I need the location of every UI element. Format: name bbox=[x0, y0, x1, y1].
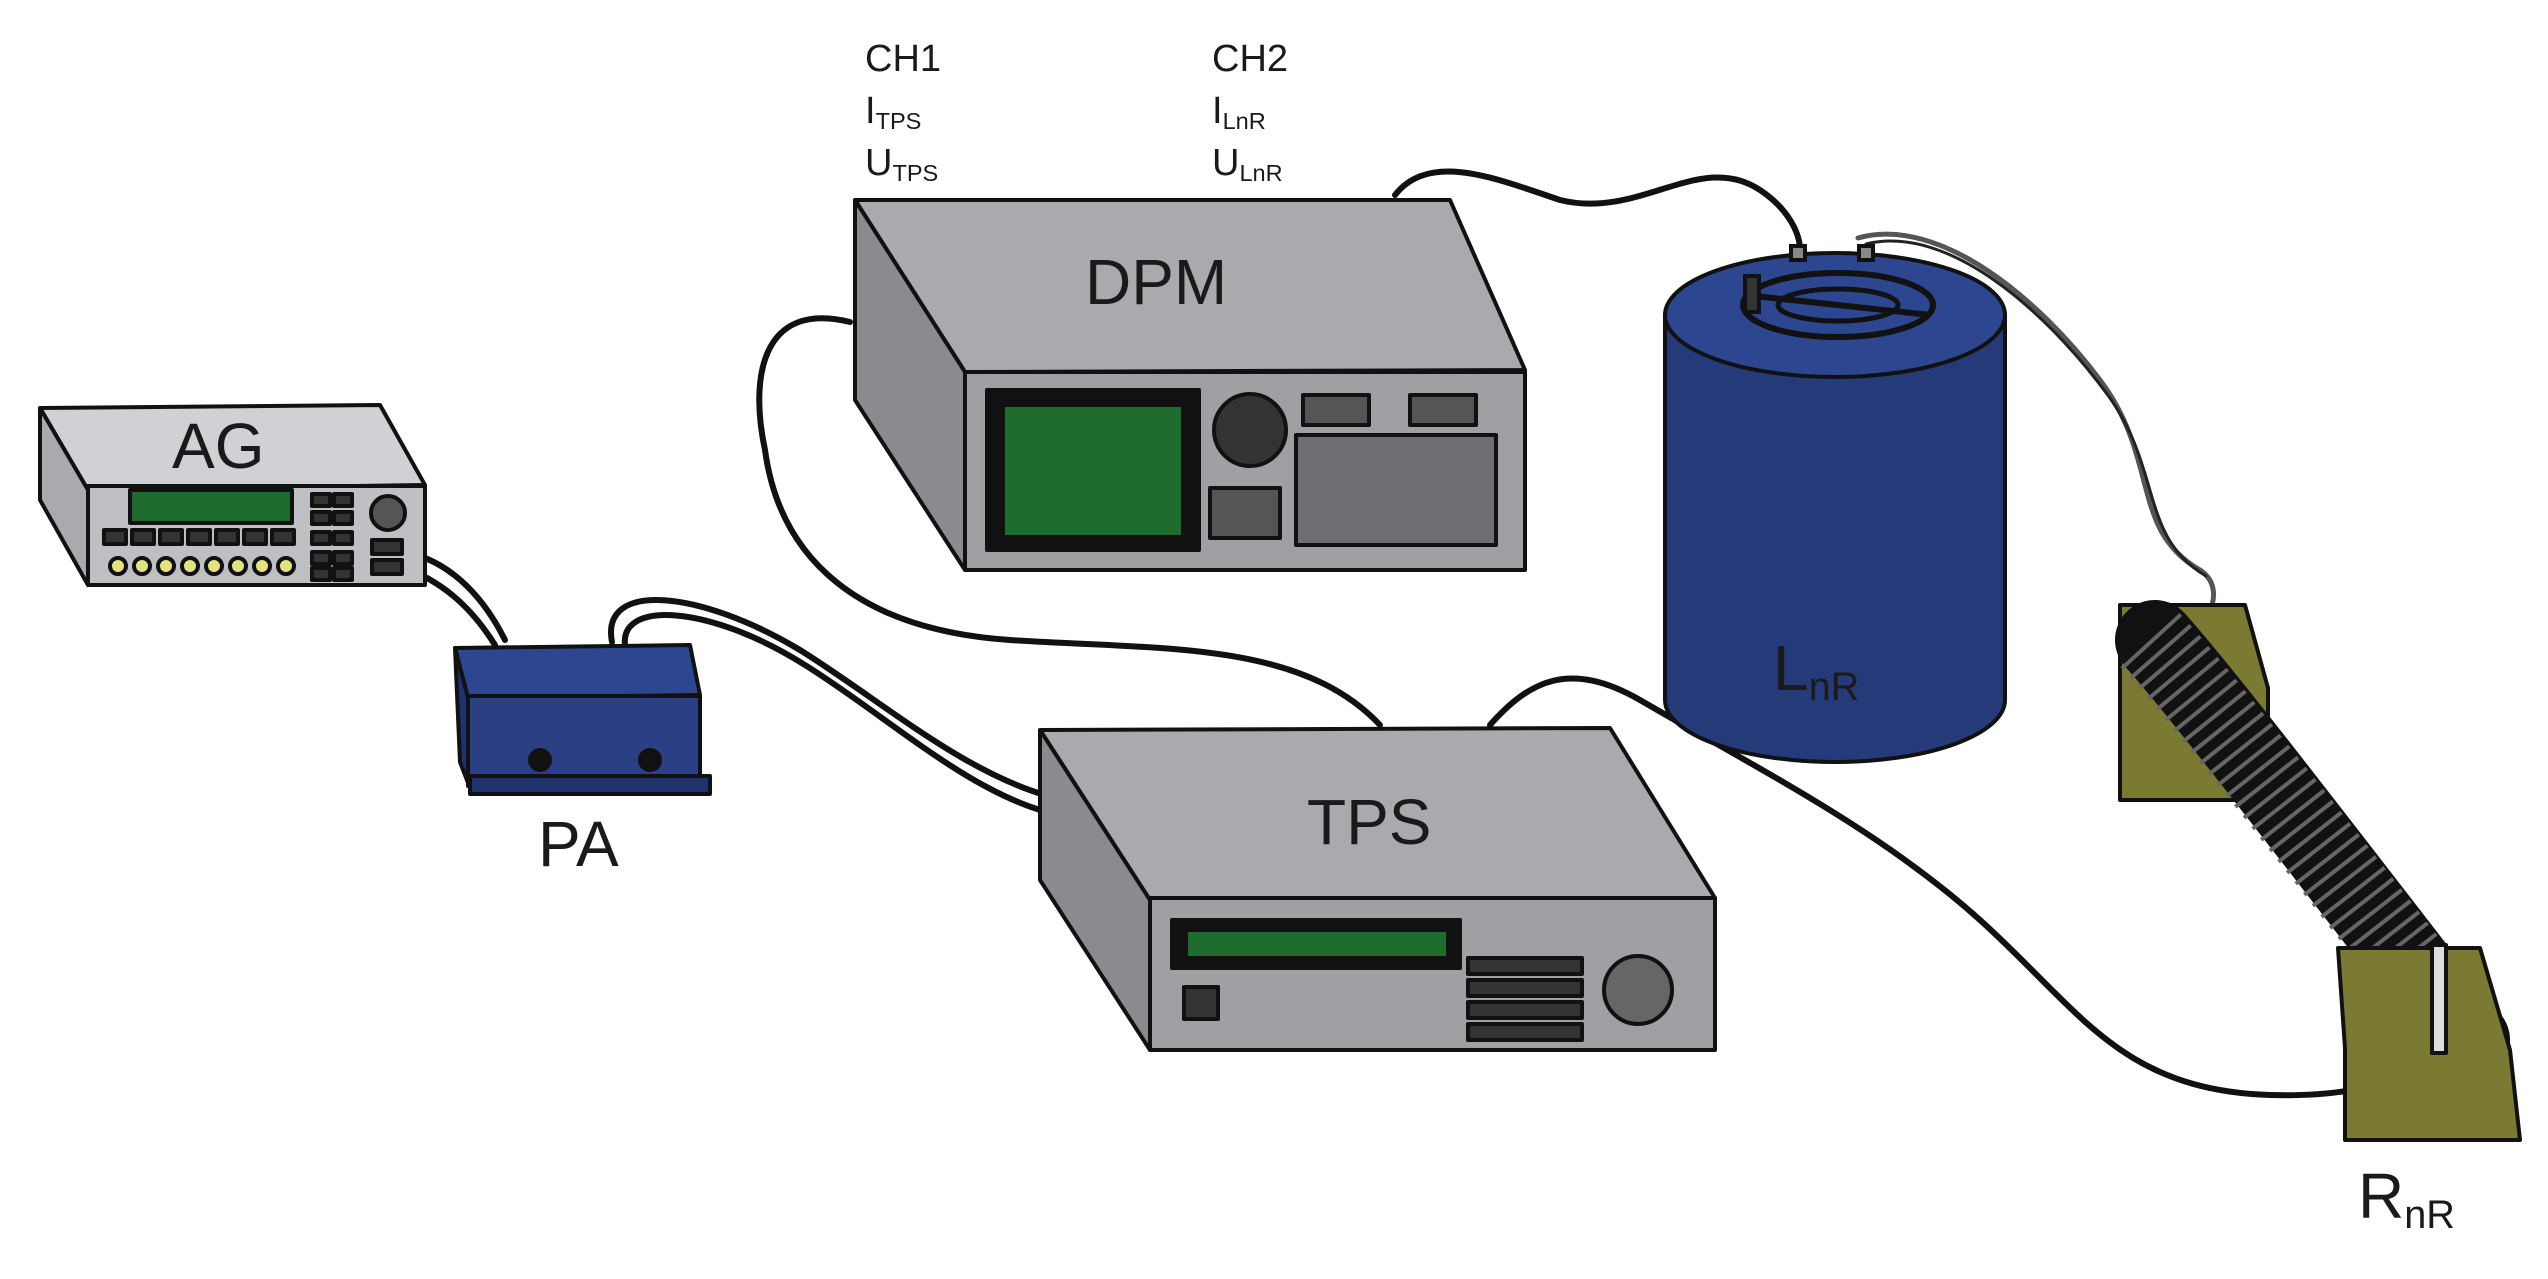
ch2-current-main: I bbox=[1212, 90, 1223, 132]
cables bbox=[397, 168, 2443, 1099]
ch1-voltage-main: U bbox=[865, 142, 893, 184]
cable-dpm-tps bbox=[756, 315, 1383, 728]
cable-pa-tps-1 bbox=[608, 597, 1048, 798]
ch2-voltage: ULnR bbox=[1212, 144, 1283, 185]
ag-device bbox=[38, 403, 427, 587]
lnr-label: LnR bbox=[1773, 636, 1859, 708]
ch1-heading: CH1 bbox=[865, 38, 942, 80]
ch2-current: ILnR bbox=[1212, 92, 1266, 133]
tps-knob bbox=[1602, 954, 1674, 1026]
rnr-label-sub: nR bbox=[2404, 1192, 2455, 1237]
tps-power-button bbox=[1182, 985, 1220, 1021]
dpm-knob bbox=[1212, 392, 1288, 468]
tps-device bbox=[1038, 726, 1717, 1052]
tps-display bbox=[1184, 928, 1450, 960]
rnr-resistor bbox=[2115, 600, 2522, 1142]
ch1-current: ITPS bbox=[865, 92, 921, 133]
ag-display bbox=[128, 488, 294, 525]
pa-label: PA bbox=[538, 808, 619, 880]
ch1-voltage-sub: TPS bbox=[892, 159, 939, 186]
rnr-label-main: R bbox=[2358, 1160, 2405, 1232]
pa-device bbox=[453, 643, 712, 796]
dpm-panel bbox=[1294, 433, 1498, 547]
ch2-voltage-main: U bbox=[1212, 142, 1240, 184]
rnr-label: RnR bbox=[2358, 1164, 2455, 1236]
cable-pa-tps-2 bbox=[621, 612, 1043, 813]
ch1-voltage: UTPS bbox=[865, 144, 938, 185]
ch2-heading: CH2 bbox=[1212, 38, 1289, 80]
tps-label: TPS bbox=[1307, 786, 1432, 858]
cable-dpm-lnr bbox=[1392, 168, 1803, 253]
lnr-label-sub: nR bbox=[1808, 664, 1860, 709]
lnr-inductor bbox=[1663, 244, 2007, 764]
ch2-current-sub: LnR bbox=[1222, 107, 1266, 134]
ag-knob bbox=[369, 494, 407, 532]
dpm-screen bbox=[1001, 403, 1185, 539]
ch1-current-sub: TPS bbox=[875, 107, 922, 134]
cable-lnr-rnr-2 bbox=[1864, 239, 2208, 578]
ag-label: AG bbox=[172, 410, 265, 482]
dpm-device bbox=[853, 198, 1527, 572]
ch1-current-main: I bbox=[865, 90, 876, 132]
dpm-label: DPM bbox=[1085, 246, 1228, 318]
cable-tps-rnr bbox=[1487, 675, 2443, 1099]
ch2-voltage-sub: LnR bbox=[1239, 159, 1283, 186]
lnr-label-main: L bbox=[1773, 632, 1809, 704]
